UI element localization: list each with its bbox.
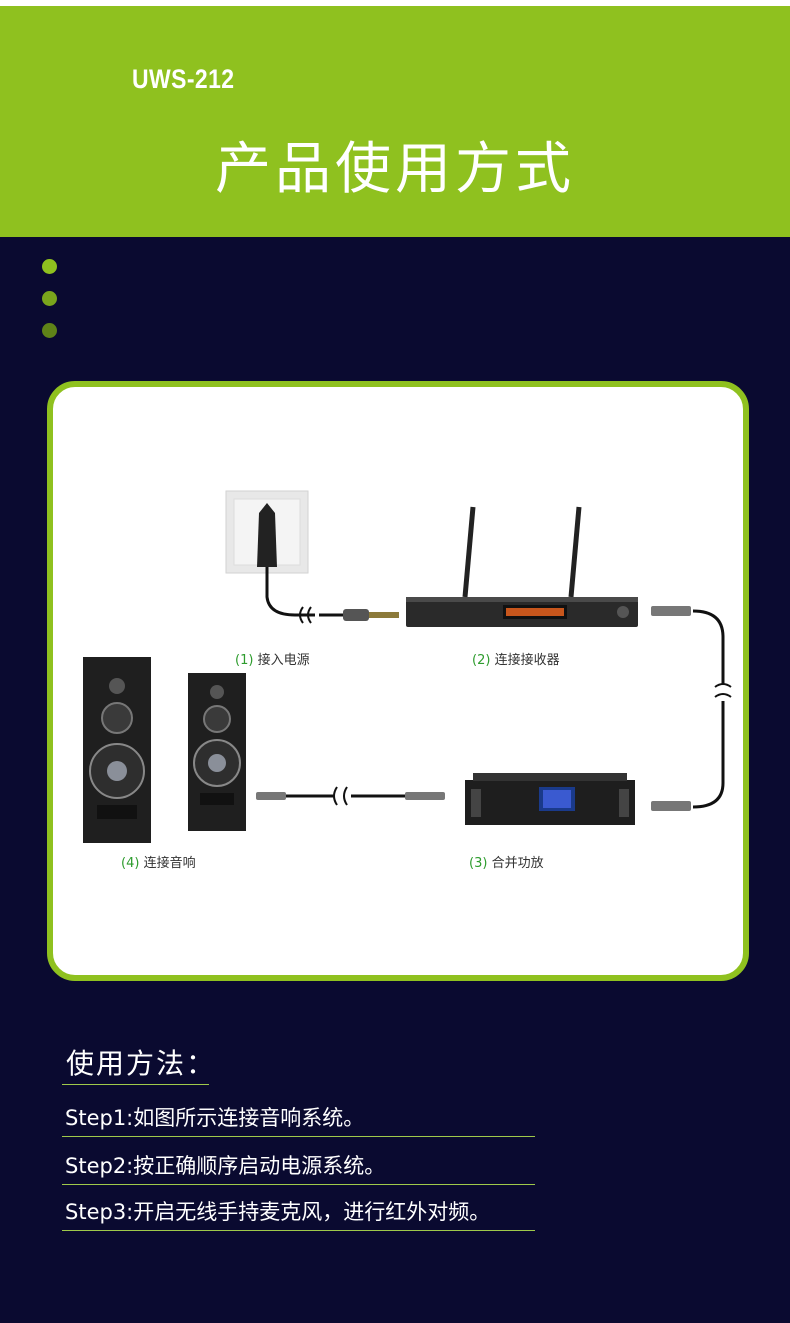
step-3: Step3:开启无线手持麦克风，进行红外对频。 [65, 1200, 491, 1224]
decor-dot-1 [42, 259, 57, 274]
label-receiver: (2) 连接接收器 [472, 653, 560, 668]
divider [62, 1136, 535, 1137]
speaker-icon [188, 673, 246, 831]
step-2: Step2:按正确顺序启动电源系统。 [65, 1154, 386, 1178]
header-banner: UWS-212 产品使用方式 [0, 0, 790, 237]
speaker-icon [83, 657, 151, 843]
divider [62, 1084, 209, 1085]
decor-dot-2 [42, 291, 57, 306]
page-title: 产品使用方式 [215, 137, 575, 202]
wall-socket-icon [225, 490, 309, 574]
label-amplifier: (3) 合并功放 [469, 856, 544, 871]
usage-title: 使用方法： [66, 1047, 217, 1080]
connection-diagram: (1) 接入电源 (2) 连接接收器 (3) 合并功放 (4) 连接音响 [47, 381, 749, 981]
amplifier-icon [465, 773, 635, 825]
model-name: UWS-212 [132, 64, 235, 94]
divider [62, 1230, 535, 1231]
step-1: Step1:如图所示连接音响系统。 [65, 1106, 365, 1130]
label-speaker: (4) 连接音响 [121, 856, 196, 871]
decor-dot-3 [42, 323, 57, 338]
divider [62, 1184, 535, 1185]
diagram-illustration [83, 490, 732, 843]
label-power: (1) 接入电源 [235, 653, 310, 668]
receiver-icon [406, 506, 638, 627]
